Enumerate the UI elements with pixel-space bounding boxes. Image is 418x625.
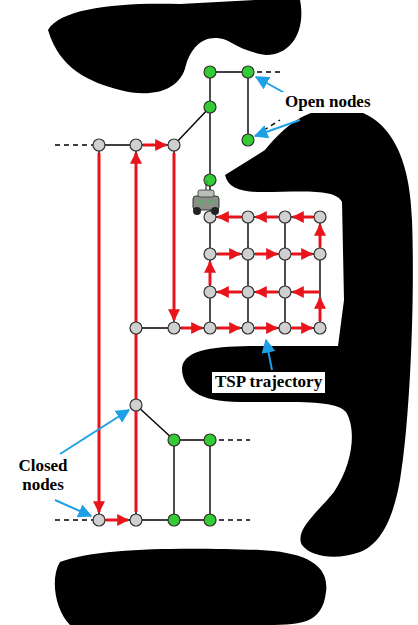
callout-label: Open nodes bbox=[282, 92, 374, 113]
trajectory-segment bbox=[106, 519, 128, 522]
trajectory-segment bbox=[319, 298, 322, 321]
tsp-trajectory bbox=[99, 145, 320, 520]
closed-node bbox=[168, 139, 180, 151]
leader-line bbox=[55, 500, 91, 516]
closed-node bbox=[130, 514, 142, 526]
closed-node bbox=[130, 322, 142, 334]
graph-edge bbox=[99, 519, 210, 520]
trajectory-segment bbox=[209, 262, 212, 285]
trajectory-segment bbox=[255, 253, 277, 256]
closed-node bbox=[242, 286, 254, 298]
robot-sensor bbox=[204, 180, 208, 184]
trajectory-segment bbox=[256, 216, 278, 219]
graph-edge bbox=[173, 145, 174, 328]
robot-top bbox=[198, 190, 214, 197]
callout-label: Closed nodes bbox=[8, 456, 78, 495]
obstacles bbox=[48, 0, 413, 625]
closed-node bbox=[279, 248, 291, 260]
closed-node bbox=[204, 248, 216, 260]
graph-edge bbox=[174, 107, 210, 145]
trajectory-segment bbox=[217, 253, 240, 256]
graph-edge bbox=[319, 217, 320, 328]
graph-edge bbox=[136, 327, 320, 328]
closed-node bbox=[93, 514, 105, 526]
closed-node bbox=[130, 399, 142, 411]
leader-lines bbox=[55, 77, 300, 516]
trajectory-segment bbox=[181, 327, 202, 330]
open-node bbox=[204, 66, 216, 78]
obstacle-right bbox=[182, 108, 413, 557]
closed-nodes bbox=[93, 139, 326, 526]
graph-edge bbox=[247, 72, 248, 140]
graph-edge bbox=[173, 440, 174, 520]
closed-node bbox=[242, 322, 254, 334]
closed-node bbox=[93, 139, 105, 151]
closed-node bbox=[314, 211, 326, 223]
closed-node bbox=[130, 139, 142, 151]
graph-edge bbox=[247, 217, 248, 328]
graph-edges bbox=[55, 72, 320, 520]
closed-node bbox=[314, 248, 326, 260]
closed-node bbox=[242, 211, 254, 223]
robot-wheel bbox=[193, 207, 201, 215]
open-node bbox=[204, 101, 216, 113]
closed-node bbox=[204, 322, 216, 334]
trajectory-segment bbox=[143, 144, 166, 147]
leader-line bbox=[255, 120, 300, 136]
trajectory-segment bbox=[98, 153, 101, 512]
trajectory-segment bbox=[292, 327, 312, 330]
leader-line bbox=[60, 410, 129, 454]
open-node bbox=[242, 134, 254, 146]
trajectory-segment bbox=[255, 327, 277, 330]
graph-edge bbox=[136, 405, 174, 440]
robot-light bbox=[209, 200, 212, 203]
obstacle-top bbox=[48, 0, 301, 93]
open-node bbox=[168, 434, 180, 446]
closed-node bbox=[279, 211, 291, 223]
graph-edge bbox=[284, 217, 285, 328]
graph-edge bbox=[210, 253, 320, 254]
open-node bbox=[204, 434, 216, 446]
trajectory-segment bbox=[217, 327, 240, 330]
robot-wheel bbox=[211, 207, 219, 215]
closed-node bbox=[279, 322, 291, 334]
open-node bbox=[168, 514, 180, 526]
graph-edge bbox=[209, 440, 210, 520]
open-nodes bbox=[168, 66, 254, 526]
graph-edge bbox=[98, 145, 99, 520]
trajectory-segment bbox=[218, 216, 241, 219]
closed-node bbox=[242, 248, 254, 260]
graph-edge bbox=[209, 217, 210, 328]
closed-node bbox=[279, 286, 291, 298]
robot-icon bbox=[193, 180, 219, 215]
closed-node bbox=[204, 286, 216, 298]
robot-light bbox=[199, 200, 202, 203]
trajectory-segment bbox=[256, 291, 278, 294]
trajectory-segment bbox=[218, 291, 241, 294]
trajectory-segment bbox=[293, 291, 320, 294]
graph-edge bbox=[210, 216, 320, 217]
trajectory-segment bbox=[319, 225, 322, 247]
closed-node bbox=[314, 322, 326, 334]
open-node bbox=[242, 66, 254, 78]
closed-node bbox=[168, 322, 180, 334]
open-node bbox=[204, 514, 216, 526]
leader-line bbox=[266, 340, 272, 370]
callout-label: TSP trajectory bbox=[212, 372, 325, 393]
trajectory-segment bbox=[293, 216, 313, 219]
graph-edge bbox=[210, 291, 320, 292]
obstacle-bottom bbox=[55, 549, 327, 625]
trajectory-segment bbox=[173, 153, 176, 320]
trajectory-segment bbox=[292, 253, 312, 256]
